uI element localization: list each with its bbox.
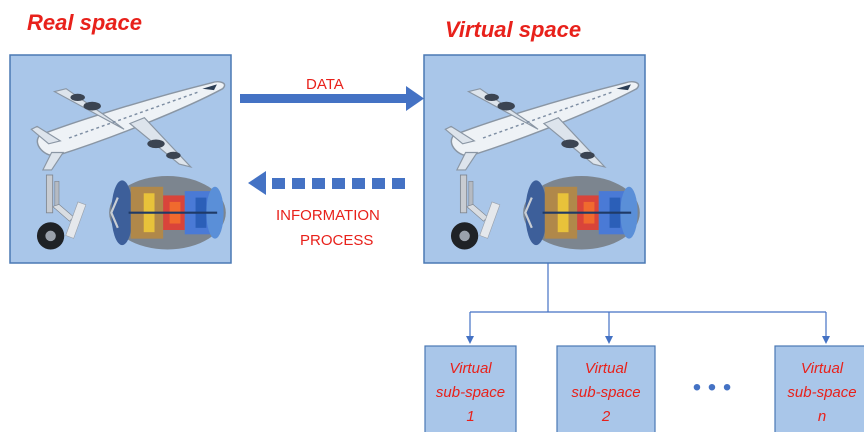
sub-space-1-line3: 1 <box>466 408 474 425</box>
information-process-arrow: INFORMATION PROCESS <box>248 171 405 249</box>
data-arrow-label: DATA <box>306 76 344 93</box>
sub-space-n-line2: sub-space <box>787 384 856 401</box>
sub-space-1-line2: sub-space <box>436 384 505 401</box>
sub-space-n-line1: Virtual <box>801 360 844 377</box>
sub-space-2-line1: Virtual <box>585 360 628 377</box>
information-label-line2: PROCESS <box>300 232 373 249</box>
sub-space-2-line2: sub-space <box>571 384 640 401</box>
sub-space-n: Virtual sub-space n <box>774 345 864 432</box>
virtual-space-panel <box>423 54 646 264</box>
sub-space-2: Virtual sub-space 2 <box>556 345 656 432</box>
virtual-space-title: Virtual space <box>445 17 581 42</box>
real-space-title: Real space <box>27 10 142 35</box>
sub-space-2-line3: 2 <box>601 408 611 425</box>
branch-connectors <box>466 263 830 344</box>
data-arrow: DATA <box>240 76 424 111</box>
sub-space-1: Virtual sub-space 1 <box>424 345 517 432</box>
real-space-panel <box>9 54 232 264</box>
sub-space-n-line3: n <box>818 408 826 425</box>
ellipsis-dots: • • • <box>693 374 732 401</box>
jet-engine-icon <box>108 174 227 251</box>
information-label-line1: INFORMATION <box>276 207 380 224</box>
sub-space-1-line1: Virtual <box>449 360 492 377</box>
jet-engine-icon <box>522 174 641 251</box>
